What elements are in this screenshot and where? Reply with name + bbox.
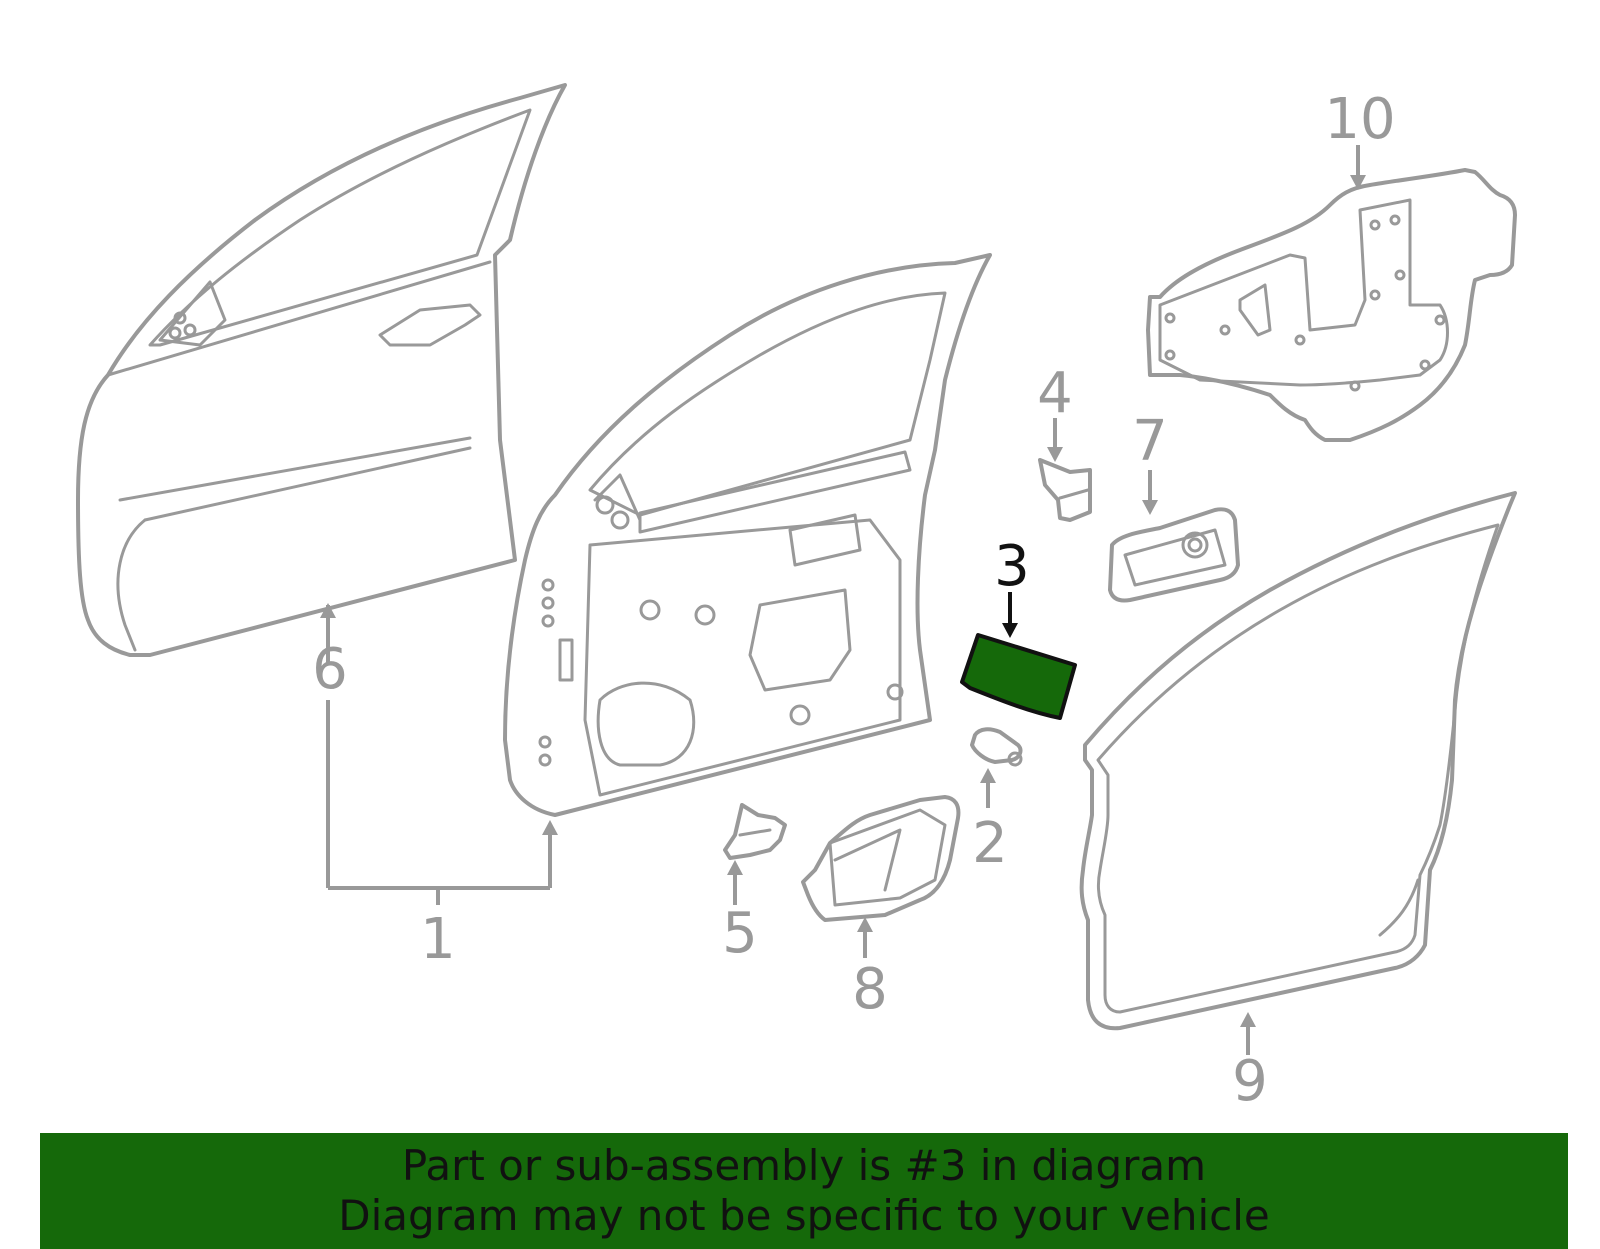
callout-3: 3 <box>994 534 1030 599</box>
leader-4 <box>1047 418 1063 462</box>
callout-4: 4 <box>1037 361 1073 426</box>
info-banner: Part or sub-assembly is #3 in diagram Di… <box>40 1133 1568 1249</box>
banner-line-2: Diagram may not be specific to your vehi… <box>338 1191 1270 1240</box>
callout-1: 1 <box>420 907 456 972</box>
part-5-clip[interactable] <box>723 803 787 860</box>
callout-10: 10 <box>1324 87 1395 152</box>
part-6-outer-door-shell[interactable] <box>76 83 567 657</box>
callout-5: 5 <box>722 901 758 966</box>
part-10-deadening-panel[interactable] <box>1146 168 1517 442</box>
part-9-weatherstrip[interactable] <box>1079 491 1517 1031</box>
callout-9: 9 <box>1232 1049 1268 1114</box>
part-4-bracket[interactable] <box>1038 458 1092 522</box>
leader-10 <box>1350 145 1366 190</box>
part-1-door-frame[interactable] <box>503 253 992 817</box>
part-7-cover[interactable] <box>1108 507 1240 603</box>
leader-3 <box>1002 592 1018 638</box>
leader-8 <box>857 917 873 958</box>
leader-1 <box>328 820 558 905</box>
part-8-support[interactable] <box>801 795 961 922</box>
callout-6: 6 <box>312 637 348 702</box>
callout-7: 7 <box>1132 409 1168 474</box>
part-3-highlighted[interactable] <box>960 633 1077 720</box>
leader-9 <box>1240 1012 1256 1055</box>
leader-5 <box>727 860 743 905</box>
callout-2: 2 <box>972 811 1008 876</box>
part-2-grommet[interactable] <box>970 727 1023 767</box>
leader-2 <box>980 768 996 808</box>
banner-line-1: Part or sub-assembly is #3 in diagram <box>401 1141 1207 1190</box>
callout-8: 8 <box>852 957 888 1022</box>
leader-6 <box>320 603 336 888</box>
leader-7 <box>1142 470 1158 515</box>
